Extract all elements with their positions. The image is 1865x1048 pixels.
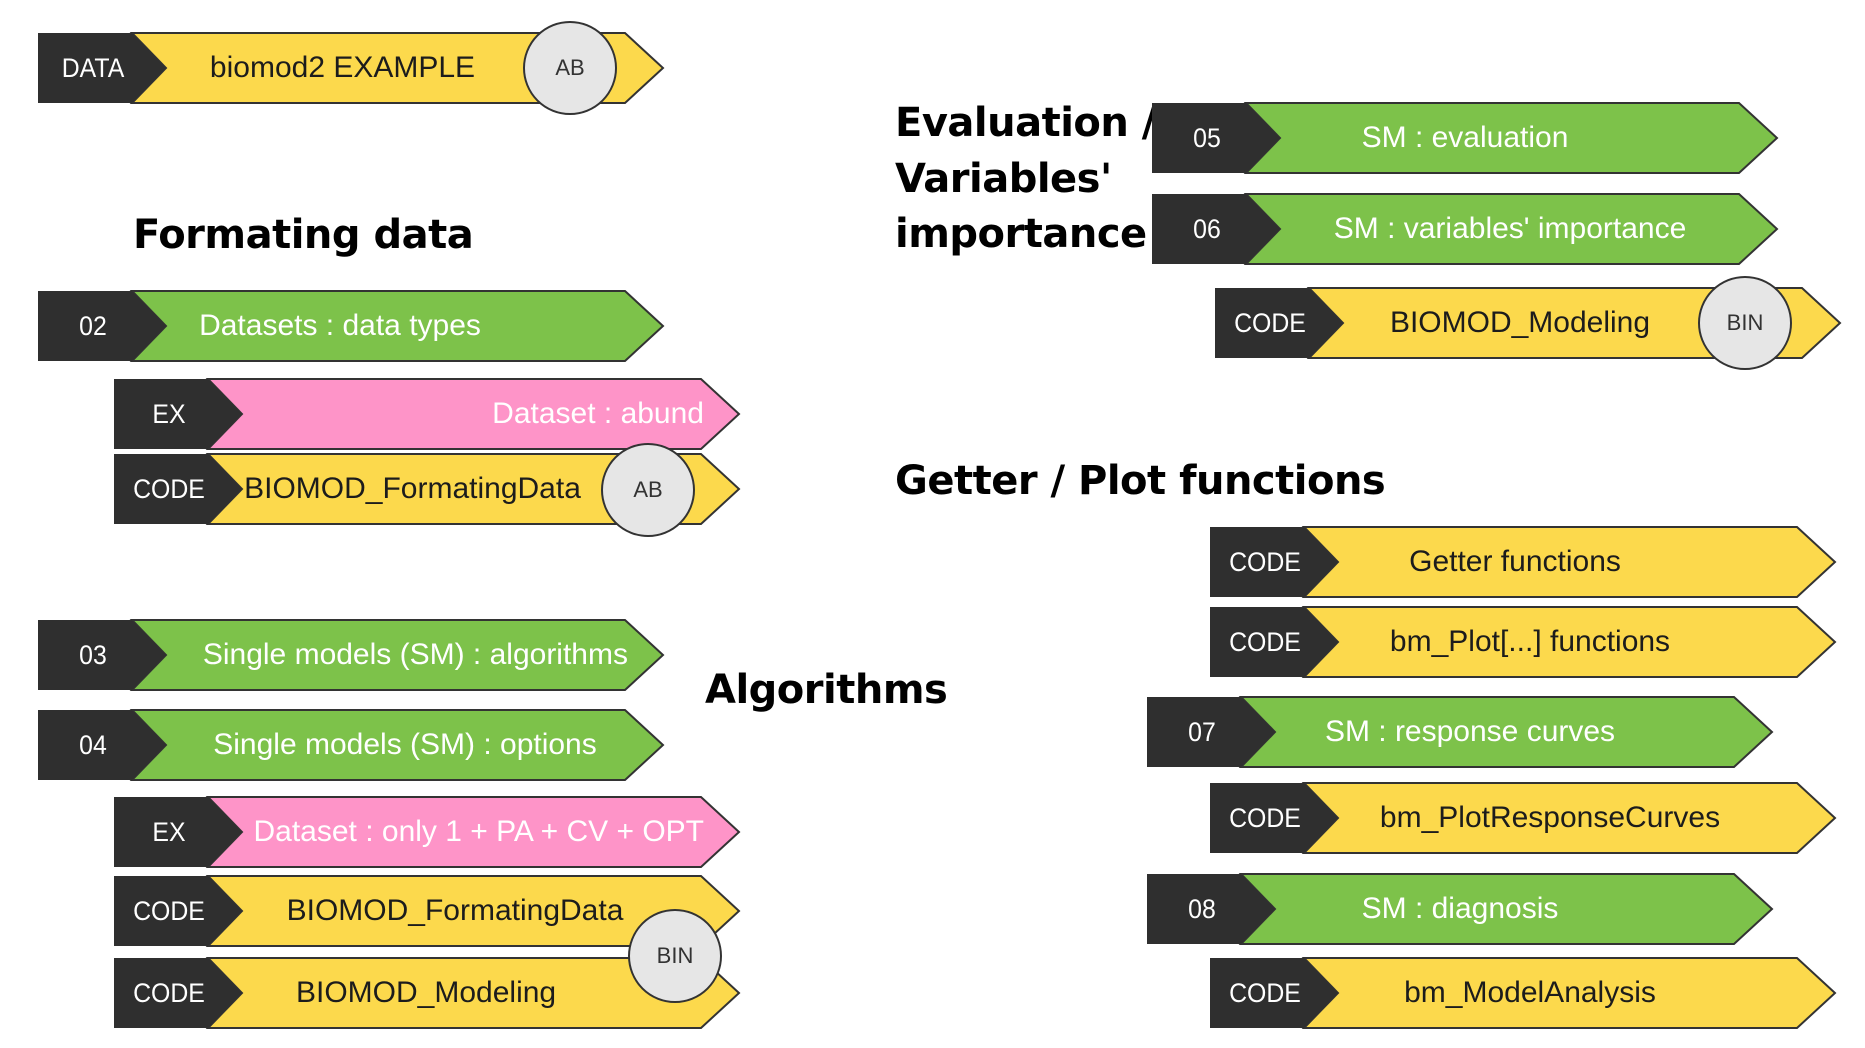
label-05: SM : evaluation [1361,121,1569,154]
chevron-06 [1152,193,1779,265]
chevron-08 [1147,873,1774,945]
chevron-tag-block [114,958,242,1028]
tag-03: 03 [79,640,107,670]
label-code-formating-1: BIOMOD_FormatingData [244,472,581,505]
tag-code-modeling-2: CODE [1234,308,1306,338]
chevron-tag-block [114,797,242,867]
chevron-tag-block [1210,783,1338,853]
heading-algorithms: Algorithms [705,667,948,713]
chevron-code-getter [1210,526,1837,598]
badge-bin-modeling-1: BIN [628,909,722,1003]
chevron-ex-only1 [114,796,741,868]
tag-ex-abund: EX [152,399,186,429]
chevron-tag-block [38,291,166,361]
label-ex-abund: Dataset : abund [492,397,704,430]
label-code-response: bm_PlotResponseCurves [1379,801,1721,834]
label-03: Single models (SM) : algorithms [202,638,628,671]
label-code-formating-2: BIOMOD_FormatingData [286,894,624,927]
chevron-tag-block [1147,874,1275,944]
tag-code-response: CODE [1229,803,1301,833]
tag-code-getter: CODE [1229,547,1301,577]
label-data-example: biomod2 EXAMPLE [209,51,476,84]
chevron-code-analysis [1210,957,1837,1029]
heading-getter-plot: Getter / Plot functions [895,458,1386,504]
label-code-modeling-2: BIOMOD_Modeling [1389,306,1651,339]
heading-evaluation-line2: Variables' [895,156,1112,202]
label-code-getter: Getter functions [1409,545,1621,578]
chevron-tag-block [1210,607,1338,677]
chevron-tag-block [1215,288,1343,358]
heading-evaluation-line3: importance [895,211,1147,257]
label-code-bmplot: bm_Plot[...] functions [1389,625,1671,658]
chevron-tag-block [114,379,242,449]
chevron-tag-block [1152,194,1280,264]
chevron-tag-block [38,710,166,780]
chevron-code-modeling-1 [114,957,741,1029]
label-07: SM : response curves [1324,715,1616,748]
chevron-tag-block [1152,103,1280,173]
chevron-code-response [1210,782,1837,854]
chevron-07 [1147,696,1774,768]
tag-code-formating-2: CODE [133,896,205,926]
chevron-tag-block [1147,697,1275,767]
chevron-02 [38,290,665,362]
tag-data: DATA [61,53,125,83]
tag-07: 07 [1188,717,1216,747]
tag-code-bmplot: CODE [1229,627,1301,657]
label-06: SM : variables' importance [1333,212,1687,245]
tag-code-modeling-1: CODE [133,978,205,1008]
badge-bin-modeling-2: BIN [1698,276,1792,370]
tag-08: 08 [1188,894,1216,924]
heading-formating-data: Formating data [133,212,474,258]
label-04: Single models (SM) : options [213,728,597,761]
tag-code-formating-1: CODE [133,474,205,504]
chevron-tag-block [38,33,166,103]
tag-04: 04 [79,730,107,760]
label-code-analysis: bm_ModelAnalysis [1404,976,1656,1009]
tag-ex-only1: EX [152,817,186,847]
chevron-05 [1152,102,1779,174]
chevron-tag-block [1210,527,1338,597]
chevron-tag-block [38,620,166,690]
tag-code-analysis: CODE [1229,978,1301,1008]
chevron-04 [38,709,665,781]
tag-05: 05 [1193,123,1221,153]
chevron-code-bmplot [1210,606,1837,678]
badge-ab-example: AB [523,21,617,115]
chevron-tag-block [1210,958,1338,1028]
chevron-03 [38,619,665,691]
badge-ab-formating: AB [601,443,695,537]
label-02: Datasets : data types [199,309,481,342]
chevron-tag-block [114,876,242,946]
chevron-tag-block [114,454,242,524]
heading-evaluation-line1: Evaluation / [895,100,1156,146]
tag-06: 06 [1193,214,1221,244]
label-code-modeling-1: BIOMOD_Modeling [296,976,557,1009]
chevron-ex-abund [114,378,741,450]
label-08: SM : diagnosis [1361,892,1559,925]
chevron-code-formating-2 [114,875,741,947]
tag-02: 02 [79,311,107,341]
label-ex-only1: Dataset : only 1 + PA + CV + OPT [253,815,705,848]
